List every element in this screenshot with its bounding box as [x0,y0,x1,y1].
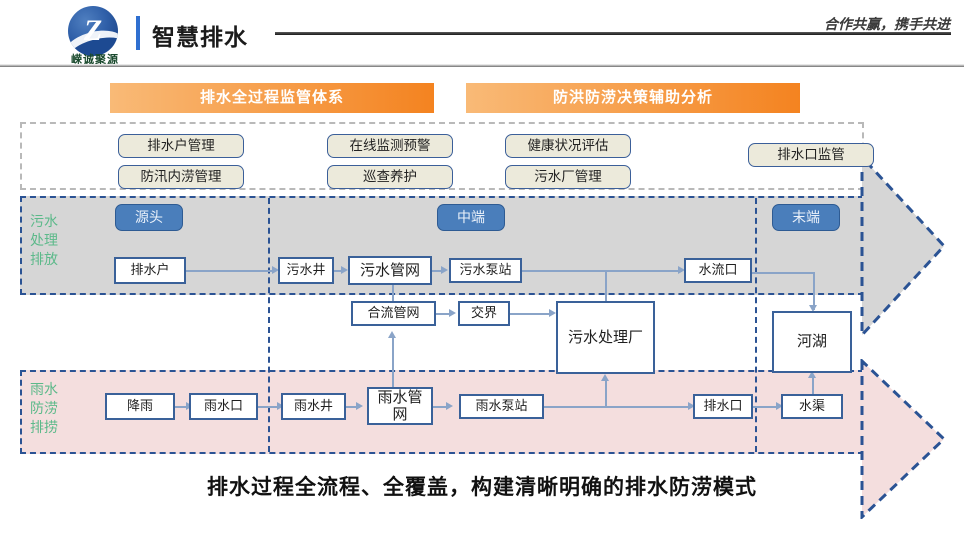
capability-outfall-supervision[interactable]: 排水口监管 [748,143,874,167]
arrow-pipe-to-pump [441,266,448,274]
node-storm-pipe-network[interactable]: 雨水管网 [367,387,433,425]
page-title: 智慧排水 [152,24,248,50]
node-sewage-pipe-network[interactable]: 污水管网 [348,256,432,285]
link-well-to-pipe [334,270,344,272]
sewage-band-arrowhead [860,155,946,337]
capability-wwtp-management[interactable]: 污水厂管理 [505,165,631,189]
stage-divider-source-middle [268,198,270,452]
node-river-lake[interactable]: 河湖 [772,311,852,373]
node-water-outlet[interactable]: 水流口 [684,258,752,283]
arrow-inlet-to-well [277,402,284,410]
link-inlet-to-well [258,406,280,408]
node-wastewater-treatment-plant[interactable]: 污水处理厂 [556,301,655,374]
slide-caption: 排水过程全流程、全覆盖，构建清晰明确的排水防涝模式 [207,476,757,499]
node-storm-well[interactable]: 雨水井 [281,393,346,420]
banner-flood-analysis: 防洪防涝决策辅助分析 [466,83,800,113]
company-logo: Z 嵘诚聚源 [45,6,145,66]
node-rain-inlet[interactable]: 雨水口 [189,393,258,420]
link-user-to-well [186,270,274,272]
link-stormwell-to-pipe [346,406,360,408]
capability-health-assessment[interactable]: 健康状况评估 [505,134,631,158]
arrow-junction-to-wwtp [549,309,556,317]
arrow-pump-to-outlet [678,266,685,274]
stage-pill-end[interactable]: 末端 [772,204,840,231]
capability-inspection-maintenance[interactable]: 巡查养护 [327,165,453,189]
arrow-stormpump-to-outfall [688,402,695,410]
arrow-outfall-to-channel [776,402,783,410]
arrow-channel-to-river [808,371,816,378]
capability-flood-waterlogging-mgmt[interactable]: 防汛内涝管理 [118,165,244,189]
stage-pill-source[interactable]: 源头 [115,204,183,231]
arrow-well-to-pipe [341,266,348,274]
link-combined-to-junction [436,313,452,315]
z-logo-icon: Z [68,6,118,56]
arrow-stormwell-to-pipe [356,402,363,410]
link-outfall-to-channel [753,406,779,408]
banner-supervision-system: 排水全过程监管体系 [110,83,434,113]
logo-wordmark: 嵘诚聚源 [71,54,119,66]
link-stormpump-to-wwtp [605,378,607,408]
arrow-outlet-to-river [809,305,817,312]
link-channel-to-river [812,375,814,401]
link-stormpump-to-outfall [544,406,692,408]
node-rainfall[interactable]: 降雨 [105,393,175,420]
link-outlet-to-river-v [813,272,815,310]
node-junction[interactable]: 交界 [458,301,510,326]
capability-drainage-user-mgmt[interactable]: 排水户管理 [118,134,244,158]
node-storm-outfall[interactable]: 排水口 [693,394,753,419]
link-rain-to-inlet [175,406,189,408]
title-accent-bar [136,16,140,50]
arrow-stormpump-to-wwtp [601,374,609,381]
arrow-stormpipe-to-combined [388,331,396,338]
link-sewagepipe-to-combined [392,284,394,306]
link-pump-to-outlet [522,270,682,272]
stage-divider-middle-end [755,198,757,452]
node-sewage-pump-station[interactable]: 污水泵站 [449,258,522,283]
node-storm-pump-station[interactable]: 雨水泵站 [459,394,544,419]
link-stormpipe-to-combined [392,335,394,387]
link-pump-to-wwtp [605,270,607,308]
storm-band-arrowhead [860,359,946,519]
band-label-sewage: 污水 处理 排放 [30,213,58,267]
tagline: 合作共赢，携手共进 [824,16,950,32]
link-junction-to-wwtp [510,313,552,315]
node-drainage-user[interactable]: 排水户 [114,257,186,284]
header-divider [0,64,964,67]
capability-online-monitoring-alert[interactable]: 在线监测预警 [327,134,453,158]
node-sewage-well[interactable]: 污水井 [278,257,334,284]
link-pipe-to-pump [432,270,444,272]
arrow-combined-to-junction [449,309,456,317]
band-label-storm: 雨水 防涝 排捞 [30,381,58,435]
title-rule [275,32,951,35]
node-combined-pipe-network[interactable]: 合流管网 [351,301,436,326]
arrow-stormpipe-to-pump [446,402,453,410]
stage-pill-middle[interactable]: 中端 [437,204,505,231]
link-outlet-to-river-h [752,272,814,274]
arrow-user-to-well [272,266,279,274]
link-stormpipe-to-pump [433,406,449,408]
node-water-channel[interactable]: 水渠 [781,394,843,419]
